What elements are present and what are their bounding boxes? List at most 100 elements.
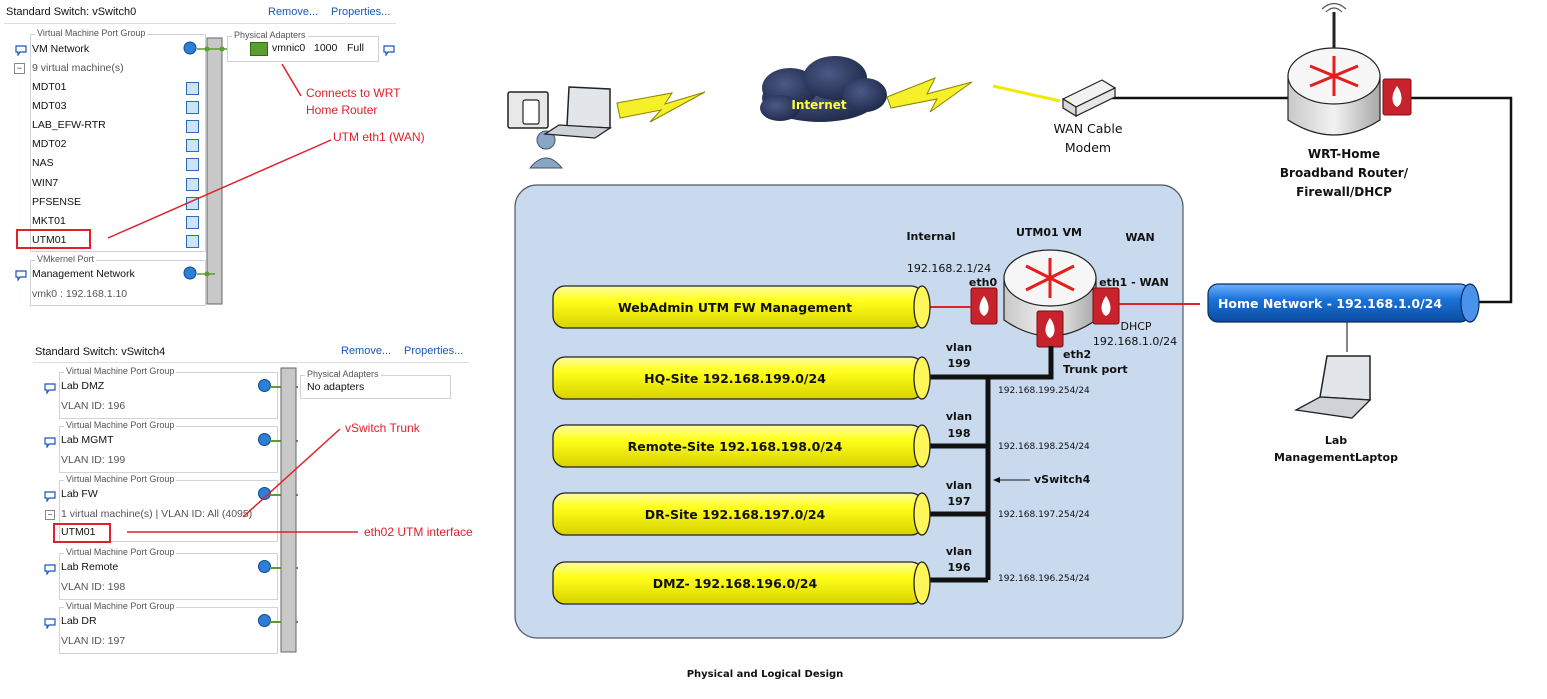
vm-port-group: Virtual Machine Port Group xyxy=(59,366,278,419)
vlan-id: 196 xyxy=(948,561,971,574)
comment-icon[interactable] xyxy=(15,43,27,57)
home-network-pipe xyxy=(1207,283,1480,323)
no-adapters-label: No adapters xyxy=(307,381,365,393)
vm-item: NAS xyxy=(32,157,54,170)
vswitch0-remove-link[interactable]: Remove... xyxy=(268,6,319,18)
annotation-lines xyxy=(107,63,358,533)
dhcp-ip: 192.168.1.0/24 xyxy=(1093,335,1177,348)
vm-port-group: Virtual Machine Port Group xyxy=(59,601,278,654)
router-home-link xyxy=(1410,96,1513,304)
annotation-utm-eth1: UTM eth1 (WAN) xyxy=(333,130,425,144)
utm01-highlight xyxy=(16,229,91,249)
port-group-sub: VLAN ID: 197 xyxy=(61,635,126,647)
collapse-icon[interactable]: − xyxy=(14,63,25,74)
vm-item: MDT02 xyxy=(32,138,67,151)
router-label-3: Firewall/DHCP xyxy=(1296,185,1392,199)
vm-icon[interactable] xyxy=(186,139,199,153)
firewall-eth2-icon xyxy=(1036,310,1064,348)
physical-adapters-group: Physical Adapters xyxy=(300,369,451,399)
comment-icon[interactable] xyxy=(44,489,56,503)
pipe-label: Remote-Site 192.168.198.0/24 xyxy=(628,439,843,454)
network-globe-icon xyxy=(258,487,271,500)
vswitch4-title: Standard Switch: vSwitch4 xyxy=(35,346,166,358)
lan-pipe: DR-Site 192.168.197.0/24 xyxy=(552,492,931,536)
port-group-sub: VLAN ID: 196 xyxy=(61,400,126,412)
divider xyxy=(4,23,396,24)
lab-fw-vm: UTM01 xyxy=(61,526,96,538)
group-title: Physical Adapters xyxy=(232,30,308,40)
comment-icon[interactable] xyxy=(15,268,27,282)
eth2-label: eth2 xyxy=(1063,348,1091,361)
collapse-icon[interactable]: − xyxy=(45,510,55,520)
adapter-name: vmnic0 xyxy=(272,42,306,54)
trunk-lines xyxy=(930,346,1054,583)
annotation-vswitch-trunk: vSwitch Trunk xyxy=(345,421,420,435)
vswitch0-properties-link[interactable]: Properties... xyxy=(331,6,391,18)
router-label-2: Broadband Router/ xyxy=(1280,166,1409,180)
network-globe-icon xyxy=(258,614,271,627)
vm-item: WIN7 xyxy=(32,176,59,189)
network-globe-icon xyxy=(258,433,271,446)
vm-icon[interactable] xyxy=(186,177,199,191)
group-title: Physical Adapters xyxy=(305,369,381,379)
vlan-id: 197 xyxy=(948,495,971,508)
diagram-caption: Physical and Logical Design xyxy=(687,669,844,680)
vlan-word: vlan xyxy=(946,341,972,354)
comment-icon[interactable] xyxy=(44,562,56,576)
comment-icon[interactable] xyxy=(383,43,395,57)
lan-pipe: WebAdmin UTM FW Management xyxy=(552,285,931,329)
adapter-duplex: Full xyxy=(347,42,364,54)
vlan-gateway: 192.168.198.254/24 xyxy=(998,442,1090,452)
annotation-wrt-1: Connects to WRT xyxy=(306,86,401,100)
vm-network-label: VM Network xyxy=(32,43,90,55)
vm-icon[interactable] xyxy=(186,234,199,248)
comment-icon[interactable] xyxy=(44,435,56,449)
vlan-word: vlan xyxy=(946,545,972,558)
port-group-sub: 1 virtual machine(s) | VLAN ID: All (409… xyxy=(61,508,253,520)
vm-icon[interactable] xyxy=(186,215,199,229)
vm-item: LAB_EFW-RTR xyxy=(32,119,106,132)
vm-port-group: Virtual Machine Port Group xyxy=(59,420,278,473)
internet-cloud-icon xyxy=(760,56,887,122)
vswitch0-wiring xyxy=(183,37,227,305)
vswitch4-label: vSwitch4 xyxy=(1034,473,1091,486)
vm-icon[interactable] xyxy=(186,82,199,95)
vswitch4-remove-link[interactable]: Remove... xyxy=(341,345,392,357)
vmkernel-port-group: VMkernel Port xyxy=(30,254,206,306)
annotation-wrt-2: Home Router xyxy=(306,103,378,117)
comment-icon[interactable] xyxy=(44,616,56,630)
vlan-id: 198 xyxy=(948,427,971,440)
vswitch0-title: Standard Switch: vSwitch0 xyxy=(6,6,137,18)
home-network-label: Home Network - 192.168.1.0/24 xyxy=(1218,296,1442,311)
eth0-label: eth0 xyxy=(969,276,998,289)
divider xyxy=(33,362,469,363)
group-title: Virtual Machine Port Group xyxy=(64,547,177,557)
vm-port-group: Virtual Machine Port Group xyxy=(30,28,206,252)
vswitch4-wiring xyxy=(280,367,297,653)
network-diagram: Internet WAN Cable Modem WRT-Home Broadb… xyxy=(507,2,1513,680)
vlan-gateway: 192.168.196.254/24 xyxy=(998,574,1090,584)
lab-laptop-icon xyxy=(1293,355,1372,419)
trunk-port-label: Trunk port xyxy=(1063,363,1128,376)
wrt-router-icon xyxy=(1287,2,1412,136)
port-group-name: Lab MGMT xyxy=(61,434,114,446)
group-title: VMkernel Port xyxy=(35,254,97,264)
vm-icon[interactable] xyxy=(186,120,199,134)
vm-item: MKT01 xyxy=(32,214,66,227)
vswitch4-properties-link[interactable]: Properties... xyxy=(404,345,464,357)
vlan-gateway: 192.168.199.254/24 xyxy=(998,386,1090,396)
dhcp-label: DHCP xyxy=(1120,320,1151,333)
network-globe-icon xyxy=(258,379,271,392)
vm-icon[interactable] xyxy=(186,158,199,172)
group-title: Virtual Machine Port Group xyxy=(64,474,177,484)
adapter-speed: 1000 xyxy=(314,42,338,54)
vm-icon[interactable] xyxy=(186,101,199,115)
nic-icon xyxy=(250,42,268,56)
comment-icon[interactable] xyxy=(44,381,56,395)
port-group-name: Lab FW xyxy=(61,488,98,500)
port-group-name: Lab DMZ xyxy=(61,380,105,392)
modem-label-2: Modem xyxy=(1065,140,1111,155)
port-group-name: Lab Remote xyxy=(61,561,119,573)
vlan-labels: vlan199192.168.199.254/24vlan198192.168.… xyxy=(946,341,1090,584)
vm-count: 9 virtual machine(s) xyxy=(32,62,124,74)
